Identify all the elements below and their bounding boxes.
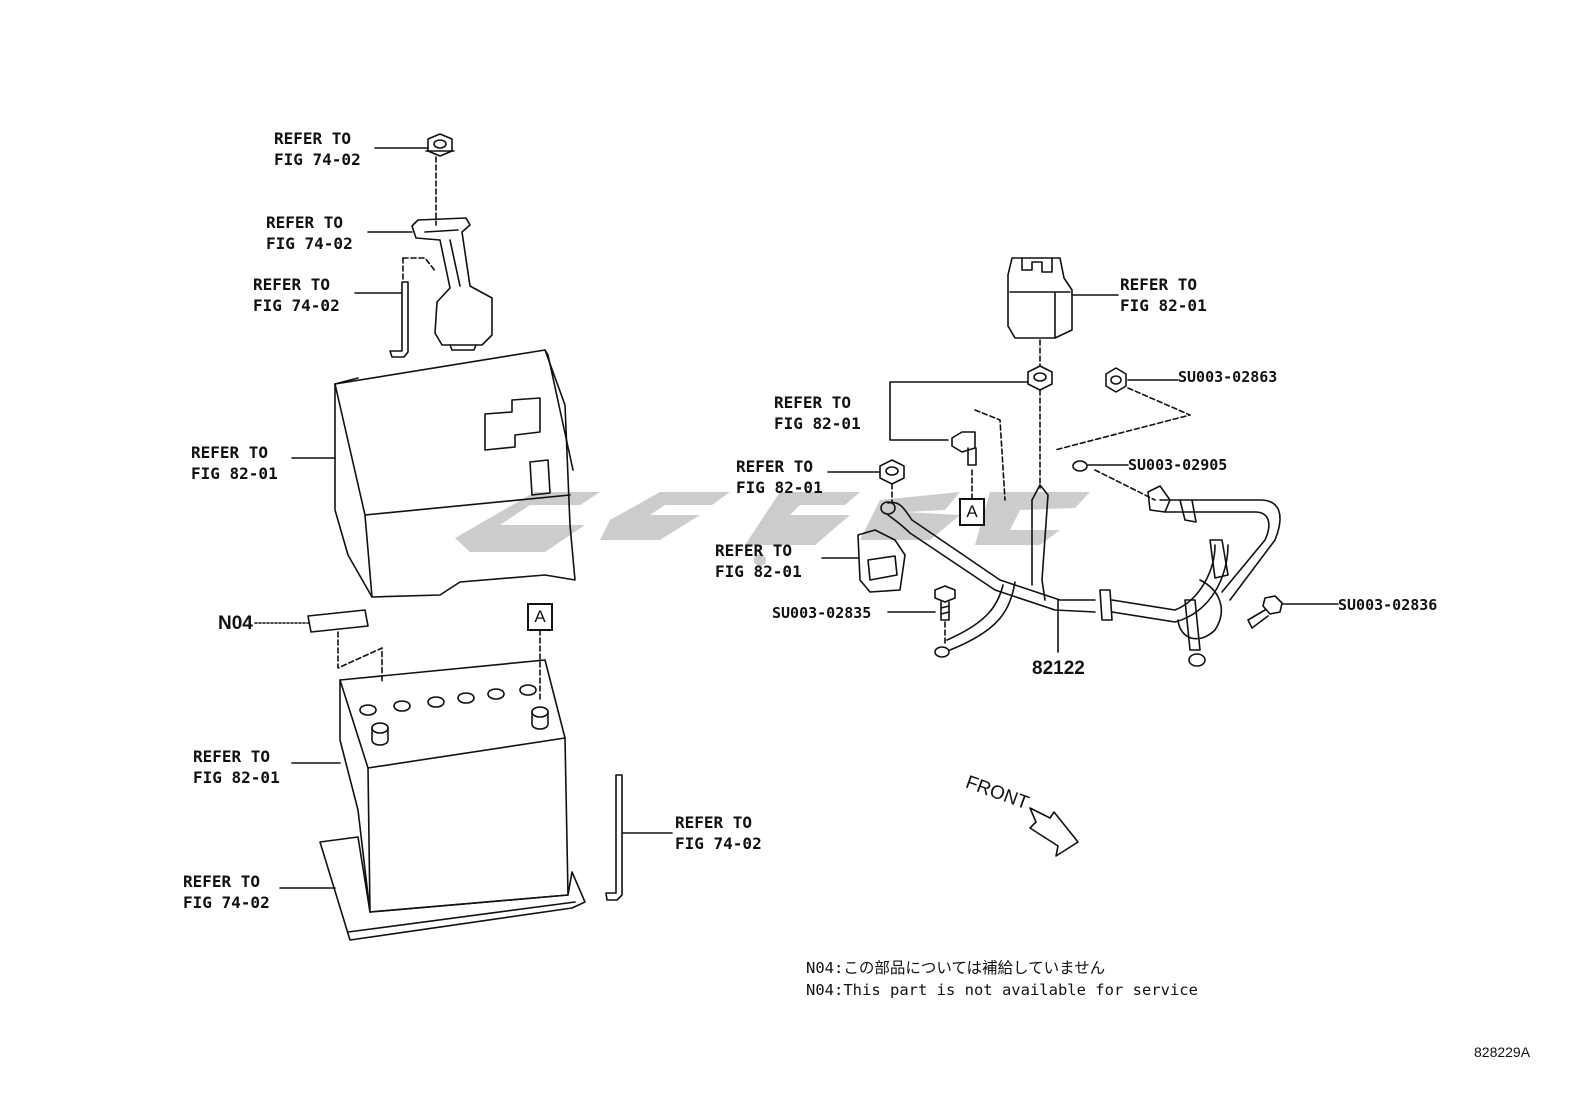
part-number-bolt-right: SU003-02836 <box>1338 596 1438 614</box>
battery-cover <box>334 349 576 598</box>
rod-upper <box>389 281 409 358</box>
part-number-nut: SU003-02863 <box>1178 368 1278 386</box>
washer <box>1072 460 1088 472</box>
reference-a-left: A <box>527 603 553 631</box>
part-number-washer: SU003-02905 <box>1128 456 1228 474</box>
reference-a-right: A <box>959 498 985 526</box>
part-number-harness: 82122 <box>1032 658 1085 679</box>
note-english: N04:This part is not available for servi… <box>806 981 1198 999</box>
nut-left <box>879 459 905 485</box>
hold-down-clamp <box>411 217 493 346</box>
bolt-right <box>1247 595 1283 629</box>
wire-harness <box>880 484 1281 667</box>
nut-center <box>1027 365 1053 391</box>
battery-tray <box>319 836 586 941</box>
terminal-cover <box>1007 257 1073 339</box>
positive-terminal <box>857 529 906 593</box>
part-number-bolt-left: SU003-02835 <box>772 604 872 622</box>
note-japanese: N04:この部品については補給していません <box>806 959 1106 977</box>
bolt-left <box>934 585 956 621</box>
nut-right <box>1105 367 1127 393</box>
label-n04: N04 <box>218 613 253 634</box>
front-arrow <box>1029 807 1079 857</box>
battery <box>339 659 569 913</box>
label-piece <box>307 609 369 633</box>
rod-lower <box>605 774 623 901</box>
drawing-code: 828229A <box>1474 1044 1531 1060</box>
nut-top <box>425 133 455 157</box>
